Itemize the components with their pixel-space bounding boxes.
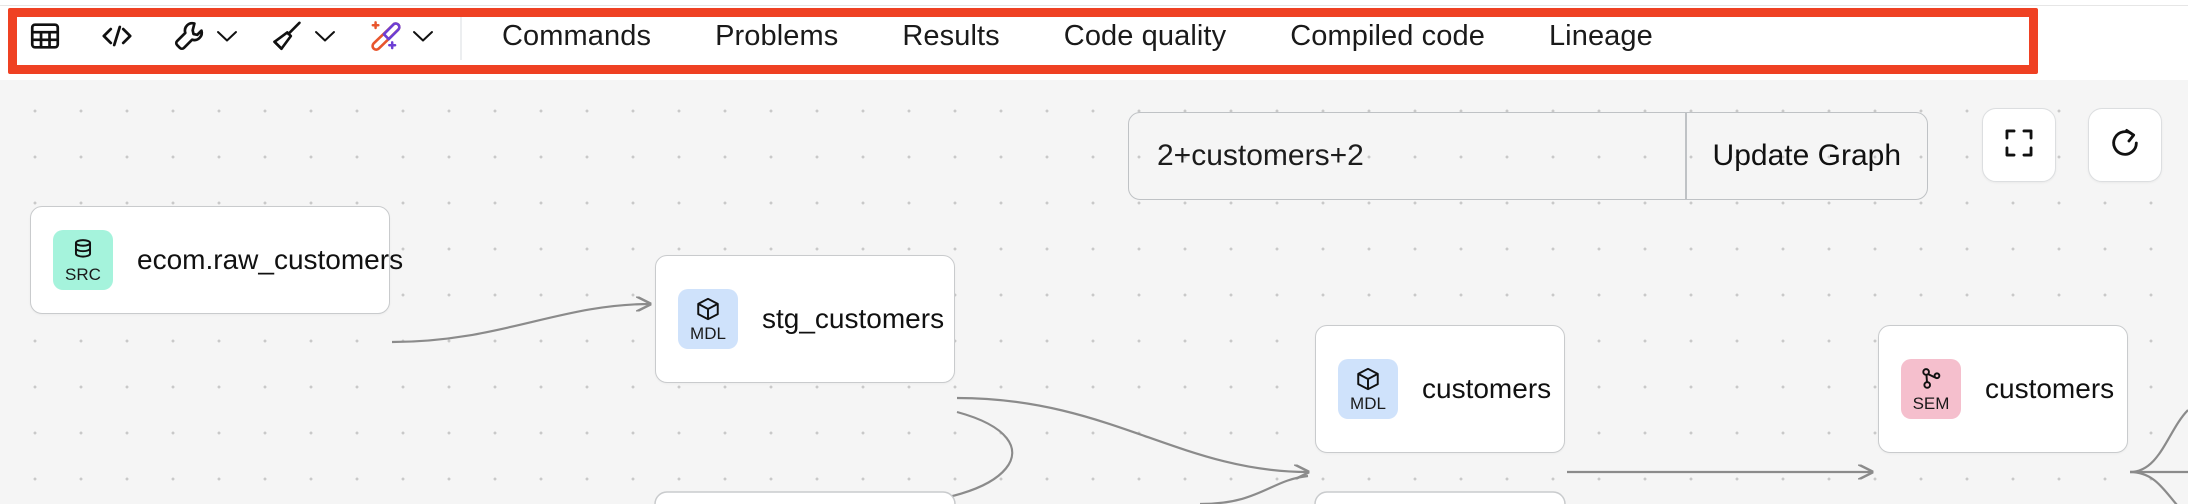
editor-toolbar: Commands Problems Results Code quality C… — [0, 6, 2188, 66]
window-top-strip — [0, 0, 2188, 6]
node-label-customers-semantic: customers — [1985, 373, 2115, 404]
edge-raw-to-stg — [391, 304, 650, 344]
node-badge-sem: SEM — [1901, 359, 1961, 419]
edge-sem-out-up — [2129, 409, 2188, 474]
format-button[interactable] — [264, 13, 310, 59]
update-graph-button[interactable]: Update Graph — [1687, 113, 1927, 199]
node-badge-mdl: MDL — [1338, 359, 1398, 419]
lineage-edges — [391, 80, 2188, 504]
node-label-raw-customers: ecom.raw_customers — [137, 244, 404, 275]
edge-stg-to-customers — [956, 396, 1308, 472]
table-icon — [22, 13, 68, 59]
table-view-button[interactable] — [22, 13, 68, 59]
tab-results[interactable]: Results — [902, 19, 1000, 52]
fullscreen-icon — [2002, 126, 2036, 165]
edge-bottom-to-customers — [1199, 474, 1309, 504]
ai-assist-chevron-down-icon[interactable] — [408, 13, 438, 59]
lineage-canvas[interactable]: SRC ecom.raw_customers MDL stg_customers — [0, 80, 2188, 504]
broom-icon — [264, 13, 310, 59]
node-label-customers-model: customers — [1422, 373, 1552, 404]
network-icon — [1918, 366, 1944, 392]
refresh-graph-button[interactable] — [2088, 108, 2162, 182]
cube-icon — [1355, 366, 1381, 392]
node-badge-label: SEM — [1912, 394, 1950, 413]
tools-button[interactable] — [166, 13, 212, 59]
lineage-node-customers-semantic[interactable]: SEM customers — [1878, 325, 2128, 453]
node-badge-label: MDL — [690, 324, 726, 343]
toolbar-divider — [460, 12, 462, 60]
tab-code-quality[interactable]: Code quality — [1063, 19, 1227, 52]
node-label-stg-customers: stg_customers — [762, 303, 945, 334]
tab-compiled-code[interactable]: Compiled code — [1290, 19, 1485, 52]
node-badge-label: SRC — [65, 265, 101, 284]
tab-commands[interactable]: Commands — [502, 19, 652, 52]
cube-icon — [695, 296, 721, 322]
node-badge-mdl: MDL — [678, 289, 738, 349]
partial-node-bottom-right — [1314, 491, 1566, 504]
code-icon — [94, 13, 140, 59]
toolbar-tabs: Commands Problems Results Code quality C… — [462, 6, 1685, 66]
graph-filter-control: Update Graph — [1128, 112, 1928, 200]
graph-control-divider — [1685, 113, 1687, 199]
format-chevron-down-icon[interactable] — [310, 13, 340, 59]
edge-sem-out-down — [2129, 470, 2178, 504]
wrench-icon — [166, 13, 212, 59]
ai-assist-button[interactable] — [362, 13, 408, 59]
node-badge-src: SRC — [53, 230, 113, 290]
toolbar-icon-group — [0, 6, 462, 66]
refresh-icon — [2108, 126, 2142, 165]
database-icon — [70, 237, 96, 263]
lineage-node-raw-customers[interactable]: SRC ecom.raw_customers — [30, 206, 403, 314]
fit-view-button[interactable] — [1982, 108, 2056, 182]
tab-lineage[interactable]: Lineage — [1548, 19, 1653, 52]
node-badge-label: MDL — [1350, 394, 1386, 413]
tools-chevron-down-icon[interactable] — [212, 13, 242, 59]
code-button[interactable] — [94, 13, 140, 59]
tab-problems[interactable]: Problems — [715, 19, 839, 52]
magic-wand-icon — [362, 13, 408, 59]
partial-node-bottom-left — [654, 491, 956, 504]
lineage-node-customers-model[interactable]: MDL customers — [1315, 325, 1565, 453]
graph-filter-input[interactable] — [1129, 113, 1686, 199]
lineage-node-stg-customers[interactable]: MDL stg_customers — [655, 255, 955, 383]
edge-stg-down — [879, 410, 1014, 504]
